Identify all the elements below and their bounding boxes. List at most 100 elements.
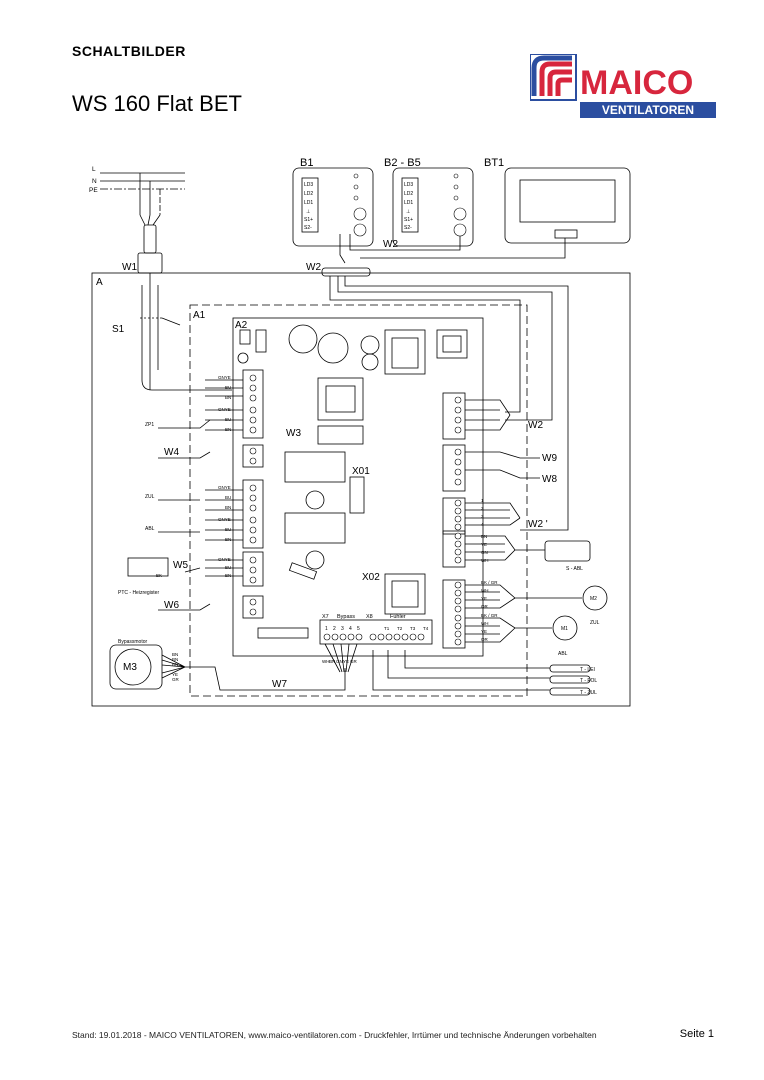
terminal-num-1: 1 bbox=[325, 626, 328, 632]
m3-wire-2: BN bbox=[172, 662, 178, 667]
mains-l: L bbox=[92, 166, 96, 173]
bottom-wire-3: YE bbox=[343, 659, 349, 664]
wire-color-10: BU bbox=[225, 527, 231, 532]
mains-pe: PE bbox=[89, 187, 98, 194]
b2-led-2: LD1 bbox=[404, 200, 413, 206]
unit-b2b5: B2 - B5 bbox=[384, 157, 421, 169]
w2prime-wire-2: 2 bbox=[481, 506, 484, 511]
b1-led-0: LD3 bbox=[304, 182, 313, 188]
cable-w2: W2 bbox=[306, 262, 321, 273]
wire-color-12: GNYE bbox=[218, 557, 231, 562]
motor-wire-1: WH bbox=[481, 588, 489, 593]
b1-led-5: S2- bbox=[304, 225, 312, 231]
wire-color-0: GNYE bbox=[218, 375, 231, 380]
cable-w6: W6 bbox=[164, 600, 179, 611]
motor-wire-6: YE bbox=[481, 629, 487, 634]
sensor-wire-ye: YE bbox=[481, 542, 487, 547]
cable-w2-inner: W2 bbox=[383, 239, 398, 250]
bottom-wire-0: WH bbox=[322, 659, 330, 664]
cable-w1: W1 bbox=[122, 262, 137, 273]
wire-color-3: GNYE bbox=[218, 407, 231, 412]
bottom-wire-2: GN bbox=[336, 659, 343, 664]
wire-color-5: BN bbox=[225, 427, 231, 432]
b1-led-3: ⊥ bbox=[306, 209, 310, 215]
w2prime-wire-1: 1 bbox=[481, 498, 484, 503]
motor-wire-2: YE bbox=[481, 596, 487, 601]
unit-s1: S1 bbox=[112, 324, 125, 335]
wire-color-2: BN bbox=[225, 395, 231, 400]
footer-text: Stand: 19.01.2018 - MAICO VENTILATOREN, … bbox=[72, 1030, 597, 1040]
sensor-wire-gn: GN bbox=[481, 550, 488, 555]
s-abl-label: S - ABL bbox=[566, 566, 583, 572]
cable-w9: W9 bbox=[542, 453, 557, 464]
cable-w7: W7 bbox=[272, 679, 287, 690]
motor-wire-4: BK / GR bbox=[481, 613, 498, 618]
wire-color-8: BN bbox=[225, 505, 231, 510]
b1-led-2: LD1 bbox=[304, 200, 313, 206]
sensor-wire-bn: BN bbox=[481, 534, 487, 539]
device-ptc: PTC - Heizregister bbox=[118, 590, 159, 596]
terminal-num-4: 4 bbox=[349, 626, 352, 632]
sensor-t-zul: T - ZUL bbox=[580, 690, 597, 696]
wire-color-4: BU bbox=[225, 417, 231, 422]
w2prime-wire-3: 3 bbox=[481, 514, 484, 519]
b2-led-5: S2- bbox=[404, 225, 412, 231]
m3-wire-3: YE bbox=[172, 672, 178, 677]
cable-w8: W8 bbox=[542, 474, 557, 485]
b2-led-0: LD3 bbox=[404, 182, 413, 188]
wire-color-1: BU bbox=[225, 385, 231, 390]
sensor-pin-t1: T1 bbox=[384, 626, 390, 631]
b2-led-4: S1+ bbox=[404, 217, 413, 223]
b2-led-3: ⊥ bbox=[406, 209, 410, 215]
motor-wire-7: OR bbox=[481, 637, 489, 642]
cable-w5: W5 bbox=[173, 560, 188, 571]
device-zul: ZUL bbox=[145, 494, 155, 500]
cable-w4: W4 bbox=[164, 447, 179, 458]
terminal-fuehler: Fühler bbox=[390, 614, 406, 620]
motor-wire-3: OR bbox=[481, 604, 489, 609]
b1-led-1: LD2 bbox=[304, 191, 313, 197]
document-title: WS 160 Flat BET bbox=[72, 91, 242, 116]
mains-n: N bbox=[92, 178, 97, 185]
motor-wire-0: BK / GR bbox=[481, 580, 498, 585]
b1-led-4: S1+ bbox=[304, 217, 313, 223]
motor-abl: ABL bbox=[558, 651, 568, 657]
unit-b1: B1 bbox=[300, 157, 313, 169]
wire-color-6: GNYE bbox=[218, 485, 231, 490]
w2prime-wire-4: 4 bbox=[481, 522, 484, 527]
logo-brand: MAICO bbox=[580, 64, 693, 102]
motor-m2: M2 bbox=[590, 596, 597, 602]
b2-led-1: LD2 bbox=[404, 191, 413, 197]
m3-wire-1: BN bbox=[172, 657, 178, 662]
wire-color-9: GNYE bbox=[218, 517, 231, 522]
section-title: SCHALTBILDER bbox=[72, 43, 186, 59]
sensor-pin-t4: T4 bbox=[423, 626, 429, 631]
device-abl: ABL bbox=[145, 526, 155, 532]
maico-logo: MAICO VENTILATOREN bbox=[530, 54, 716, 118]
device-bk: BK bbox=[156, 573, 162, 578]
unit-m3: M3 bbox=[123, 662, 137, 673]
cable-w3: W3 bbox=[286, 428, 301, 439]
unit-a: A bbox=[96, 277, 103, 288]
terminal-num-3: 3 bbox=[341, 626, 344, 632]
bottom-wire-1: BN bbox=[329, 659, 335, 664]
logo-sub-bar bbox=[580, 102, 716, 118]
unit-x02: X02 bbox=[362, 572, 380, 583]
wire-color-13: BU bbox=[225, 565, 231, 570]
wire-color-7: BU bbox=[225, 495, 231, 500]
unit-x01: X01 bbox=[352, 466, 370, 477]
m3-wire-4: GR bbox=[172, 677, 180, 682]
terminal-x7: X7 bbox=[322, 614, 329, 620]
unit-a2: A2 bbox=[235, 320, 248, 331]
sensor-wire-wh: WH bbox=[481, 558, 489, 563]
wire-color-14: BN bbox=[225, 573, 231, 578]
page-number: Seite 1 bbox=[679, 1028, 714, 1040]
cable-w2-prime: W2 ' bbox=[528, 519, 548, 530]
terminal-bypass: Bypass bbox=[337, 614, 355, 620]
motor-wire-5: WH bbox=[481, 621, 489, 626]
sensor-t-lei: T - LEI bbox=[580, 667, 595, 673]
logo-sub: VENTILATOREN bbox=[602, 103, 694, 117]
terminal-num-5: 5 bbox=[357, 626, 360, 632]
wire-color-11: BN bbox=[225, 537, 231, 542]
